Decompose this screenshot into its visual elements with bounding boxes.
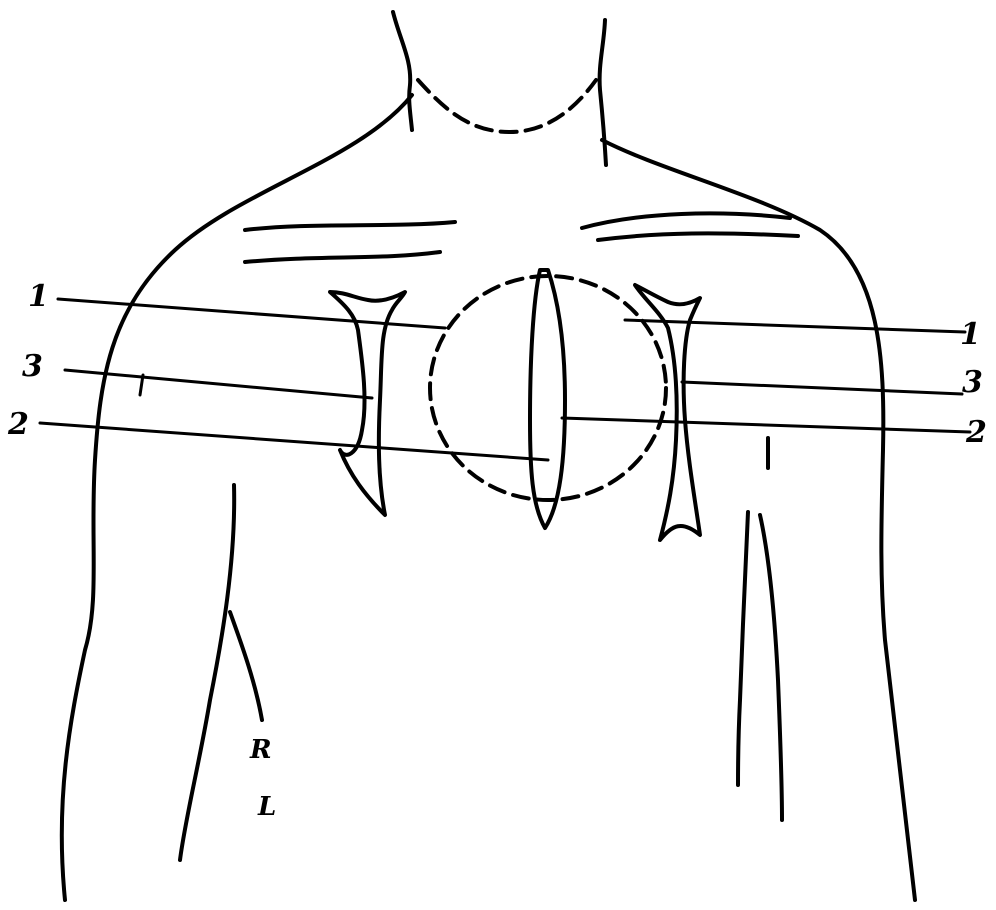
right-arm-inner <box>738 512 748 785</box>
label-line-3-right: 3 <box>962 365 983 400</box>
label-line-2-left: 2 <box>7 407 29 442</box>
label-line-3-left: 3 <box>22 349 43 384</box>
neck-base-dashed <box>418 80 596 132</box>
label-line-1-right: 1 <box>960 317 981 352</box>
torso-right-outline <box>602 140 915 900</box>
reference-line-2 <box>40 418 970 460</box>
label-r: R <box>249 735 272 765</box>
clavicle-left-upper <box>245 222 455 230</box>
right-arm-inner-2 <box>760 515 782 820</box>
clavicle-right-lower <box>598 233 798 240</box>
heart-region-dashed <box>430 276 666 500</box>
left-arm-inner <box>180 485 234 860</box>
label-line-2-right: 2 <box>965 415 987 450</box>
label-l: L <box>257 792 276 822</box>
clavicle-left-lower <box>245 252 440 262</box>
label-line-1-left: 1 <box>28 279 49 314</box>
clavicle-right-upper <box>582 213 790 228</box>
left-arm-inner-2 <box>230 612 262 720</box>
reference-line-1 <box>58 299 965 332</box>
torso-left-outline <box>62 95 412 900</box>
sternum <box>530 270 565 528</box>
reference-line-3 <box>65 370 962 398</box>
